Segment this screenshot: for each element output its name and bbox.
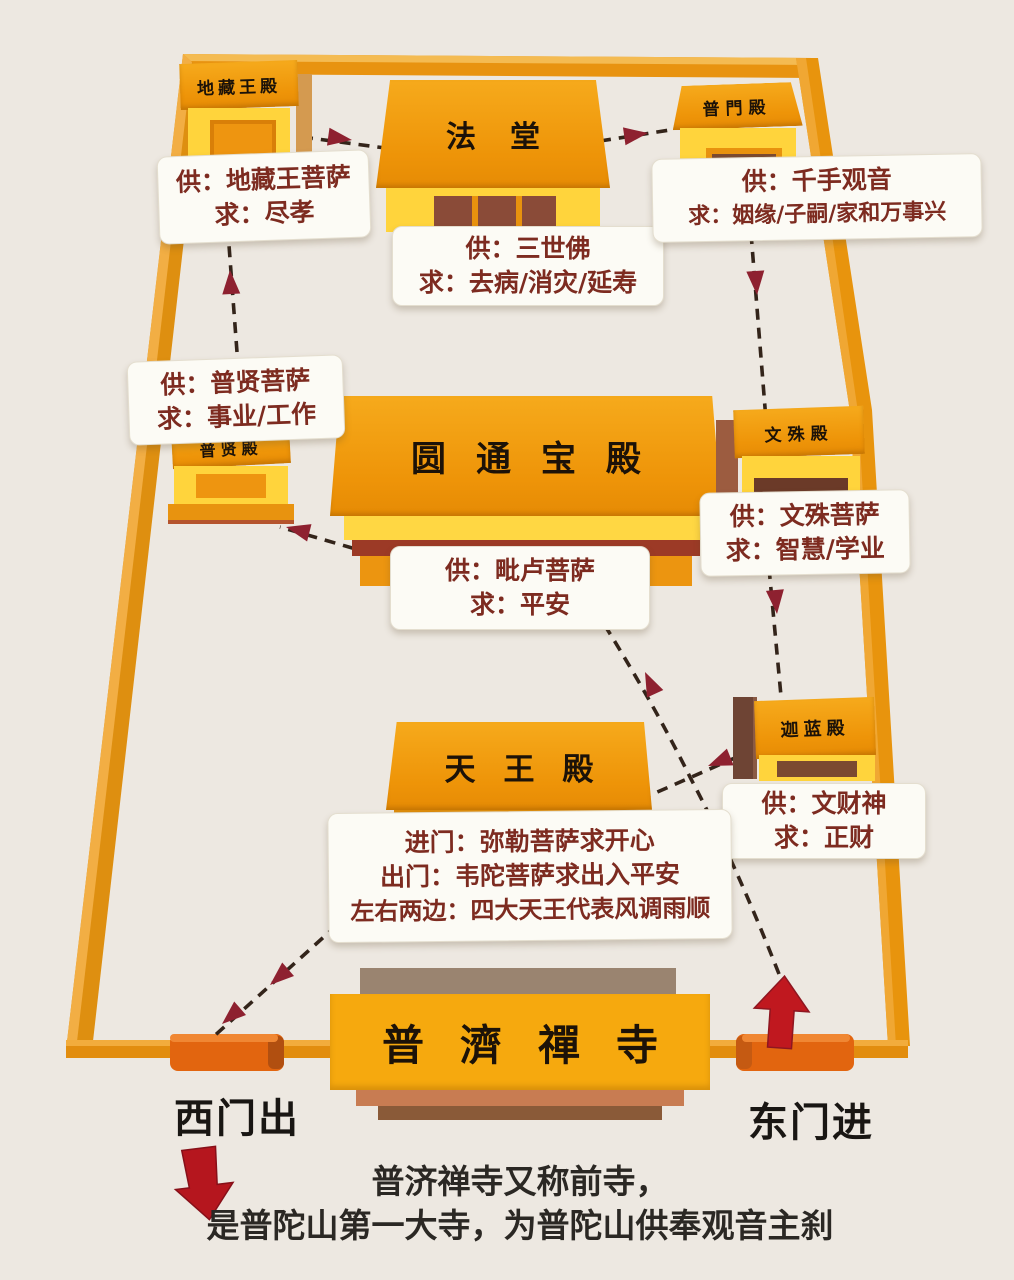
route-arrow-downleft-1 [270, 962, 295, 985]
entry-arrow-icon [752, 974, 811, 1050]
route-arrow-upleft [645, 672, 664, 698]
note-fatang: 供：三世佛 求：去病/消灾/延寿 [392, 226, 664, 306]
note-pumen: 供：千手观音 求：姻缘/子嗣/家和万事兴 [651, 153, 983, 243]
hall-qielan-sideface [733, 697, 757, 779]
footer-caption-line2: 是普陀山第一大寺，为普陀山供奉观音主刹 [206, 1206, 834, 1245]
hall-puji-topband [360, 968, 676, 994]
hall-wenshu-name: 文殊殿 [764, 423, 834, 446]
route-arrow-up [222, 270, 241, 295]
note-dizang-worship: 供：地藏王菩萨 [175, 161, 352, 198]
exit-arrow-icon [173, 1145, 235, 1221]
hall-qielan-name: 迦蓝殿 [780, 717, 850, 742]
note-qielan: 供：文财神 求：正财 [722, 783, 926, 859]
note-fatang-worship: 供：三世佛 [465, 234, 591, 263]
route-fatang-to-pumen [599, 128, 671, 143]
east-gate-label: 东门进 [748, 1100, 874, 1146]
note-wenshu-pray: 求：智慧/学业 [725, 533, 886, 566]
note-pumen-worship: 供：千手观音 [741, 164, 892, 197]
route-arrowheads [222, 127, 784, 1024]
note-wenshu-worship: 供：文殊菩萨 [729, 499, 880, 532]
hall-dizangwang-sideface [296, 74, 312, 158]
route-arrow-down-2 [765, 589, 784, 614]
route-arrow-left-2 [286, 524, 312, 542]
hall-pumen-name: 普門殿 [702, 97, 772, 120]
route-eastgate-to-yuantong [602, 623, 781, 975]
note-puxian-pray: 求：事业/工作 [156, 399, 317, 434]
note-pumen-pray: 求：姻缘/子嗣/家和万事兴 [688, 199, 947, 230]
hall-fatang-door [434, 196, 556, 226]
hall-puji-base [378, 1106, 662, 1120]
east-gate [736, 1034, 854, 1071]
route-arrow-right-2 [622, 127, 648, 146]
note-dizang-pray: 求：尽孝 [214, 197, 316, 230]
hall-puxian-base [168, 504, 294, 524]
hall-wenshu-sideface [716, 420, 738, 502]
hall-yuantong-front [344, 516, 708, 540]
hall-fatang: 法堂 [376, 80, 610, 232]
hall-tianwang-roof: 天王殿 [386, 722, 652, 810]
route-arrow-left-1 [708, 748, 734, 766]
hall-wenshu-roof: 文殊殿 [733, 405, 865, 459]
hall-dizangwang: 地藏王殿 [179, 59, 312, 162]
route-arrow-down-1 [746, 270, 765, 295]
hall-qielan-roof: 迦蓝殿 [754, 696, 876, 760]
hall-yuantong-name: 圆通宝殿 [410, 438, 671, 480]
hall-qielan: 迦蓝殿 [733, 693, 876, 783]
hall-tianwang-name: 天王殿 [444, 751, 622, 788]
hall-fatang-name: 法堂 [446, 120, 574, 155]
note-wenshu: 供：文殊菩萨 求：智慧/学业 [699, 489, 911, 577]
note-yuantong-pray: 求：平安 [469, 590, 570, 619]
note-qielan-pray: 求：正财 [773, 823, 874, 852]
hall-yuantong: 圆通宝殿 [330, 396, 722, 592]
route-pumen-to-wenshu [749, 232, 768, 421]
note-tianwang-line2: 出门：韦陀菩萨求出入平安 [379, 859, 681, 892]
note-tianwang-line1: 进门：弥勒菩萨求开心 [404, 825, 655, 858]
note-fatang-pray: 求：去病/消灾/延寿 [418, 268, 638, 297]
hall-puji-gate: 普濟禪寺 [330, 968, 710, 1128]
route-dizang-to-fatang [301, 135, 386, 150]
route-wenshu-to-qielan [767, 567, 783, 697]
route-arrow-right-1 [326, 127, 352, 146]
note-yuantong: 供：毗卢菩萨 求：平安 [390, 546, 650, 630]
hall-dizangwang-name: 地藏王殿 [196, 76, 282, 99]
hall-puxian: 普贤殿 [168, 426, 294, 524]
hall-dizangwang-roof: 地藏王殿 [179, 59, 299, 111]
footer-caption: 普济禅寺又称前寺， 是普陀山第一大寺，为普陀山供奉观音主刹 [140, 1160, 900, 1248]
footer-caption-line1: 普济禅寺又称前寺， [371, 1162, 669, 1201]
hall-tianwang: 天王殿 [386, 722, 652, 822]
note-puxian-worship: 供：普贤菩萨 [159, 365, 311, 400]
note-tianwang: 进门：弥勒菩萨求开心 出门：韦陀菩萨求出入平安 左右两边：四大天王代表风调雨顺 [327, 808, 733, 944]
west-gate-label: 西门出 [174, 1096, 300, 1142]
west-gate [170, 1034, 284, 1071]
hall-puxian-door [196, 474, 266, 498]
note-yuantong-worship: 供：毗卢菩萨 [444, 556, 595, 585]
note-tianwang-line3: 左右两边：四大天王代表风调雨顺 [350, 894, 711, 926]
note-qielan-worship: 供：文财神 [761, 789, 887, 818]
hall-puji-name: 普濟禪寺 [381, 1020, 694, 1070]
hall-puji-band2 [356, 1090, 684, 1106]
hall-fatang-roof: 法堂 [376, 80, 610, 188]
hall-yuantong-roof: 圆通宝殿 [330, 396, 722, 516]
note-puxian: 供：普贤菩萨 求：事业/工作 [126, 354, 346, 446]
note-dizang: 供：地藏王菩萨 求：尽孝 [156, 149, 372, 245]
hall-qielan-door [777, 761, 857, 777]
hall-puji-front: 普濟禪寺 [330, 994, 710, 1090]
route-arrow-downleft-2 [222, 1001, 247, 1024]
hall-pumen-roof: 普門殿 [671, 82, 802, 131]
